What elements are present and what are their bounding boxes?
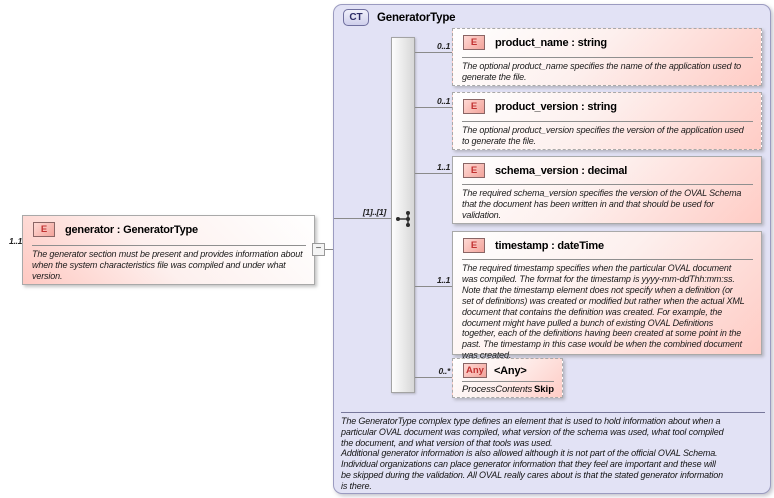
- cardinality-label: 1..1: [437, 275, 450, 285]
- element-icon: E: [463, 99, 485, 114]
- root-cardinality-label: 1..1: [9, 236, 22, 246]
- divider: [462, 381, 554, 382]
- element-description: The generator section must be present an…: [32, 249, 303, 281]
- cardinality-label: 0..1: [437, 41, 450, 51]
- cardinality-label: 0..*: [438, 366, 450, 376]
- element-icon: E: [463, 163, 485, 178]
- element-node-timestamp[interactable]: E timestamp : dateTime The required time…: [452, 231, 762, 360]
- collapse-toggle[interactable]: −: [312, 243, 325, 256]
- connector-line: [325, 249, 334, 250]
- complextype-icon: CT: [343, 9, 369, 26]
- connector-line: [415, 286, 452, 287]
- element-title: timestamp : dateTime: [495, 239, 604, 252]
- cardinality-label: 0..1: [437, 96, 450, 106]
- sequence-icon: [396, 211, 410, 227]
- cardinality-label: 1..1: [437, 162, 450, 172]
- element-title: generator : GeneratorType: [65, 223, 198, 236]
- any-wildcard-icon: Any: [463, 363, 487, 378]
- process-contents-value: Skip: [533, 384, 554, 395]
- compositor-cardinality-label: [1]..[1]: [362, 207, 386, 217]
- element-header: E timestamp : dateTime: [463, 238, 604, 253]
- element-title: <Any>: [493, 364, 527, 377]
- complextype-title: GeneratorType: [377, 11, 456, 24]
- element-node-schema-version[interactable]: E schema_version : decimal The required …: [452, 156, 762, 224]
- element-header: E generator : GeneratorType: [33, 222, 198, 237]
- element-header: E product_name : string: [463, 35, 607, 50]
- connector-line: [334, 218, 391, 219]
- divider: [341, 412, 765, 413]
- connector-line: [415, 52, 452, 53]
- element-icon: E: [463, 35, 485, 50]
- divider: [462, 121, 753, 122]
- element-node-product-name[interactable]: E product_name : string The optional pro…: [452, 28, 762, 86]
- sequence-compositor-bar[interactable]: [391, 37, 415, 393]
- connector-line: [415, 173, 452, 174]
- element-node-product-version[interactable]: E product_version : string The optional …: [452, 92, 762, 150]
- element-icon: E: [33, 222, 55, 237]
- connector-line: [415, 107, 452, 108]
- complextype-header: CT GeneratorType: [343, 9, 456, 26]
- element-node-any[interactable]: Any <Any> ProcessContents Skip: [452, 358, 563, 398]
- complextype-annotation: The GeneratorType complex type defines a…: [341, 416, 724, 491]
- element-node-generator[interactable]: E generator : GeneratorType The generato…: [22, 215, 315, 285]
- divider: [32, 245, 306, 246]
- element-title: product_version : string: [495, 100, 617, 113]
- divider: [462, 259, 753, 260]
- element-description: The optional product_version specifies t…: [462, 125, 744, 146]
- process-contents-label: ProcessContents: [462, 384, 533, 395]
- element-header: E schema_version : decimal: [463, 163, 627, 178]
- divider: [462, 57, 753, 58]
- element-header: Any <Any>: [463, 363, 527, 378]
- element-title: product_name : string: [495, 36, 607, 49]
- element-description: The required timestamp specifies when th…: [462, 263, 745, 361]
- process-contents-row: ProcessContents Skip: [462, 384, 554, 395]
- minus-icon: −: [315, 243, 322, 254]
- divider: [462, 184, 753, 185]
- element-description: The required schema_version specifies th…: [462, 188, 742, 220]
- element-title: schema_version : decimal: [495, 164, 628, 177]
- connector-line: [415, 377, 452, 378]
- element-icon: E: [463, 238, 485, 253]
- element-header: E product_version : string: [463, 99, 617, 114]
- element-description: The optional product_name specifies the …: [462, 61, 742, 82]
